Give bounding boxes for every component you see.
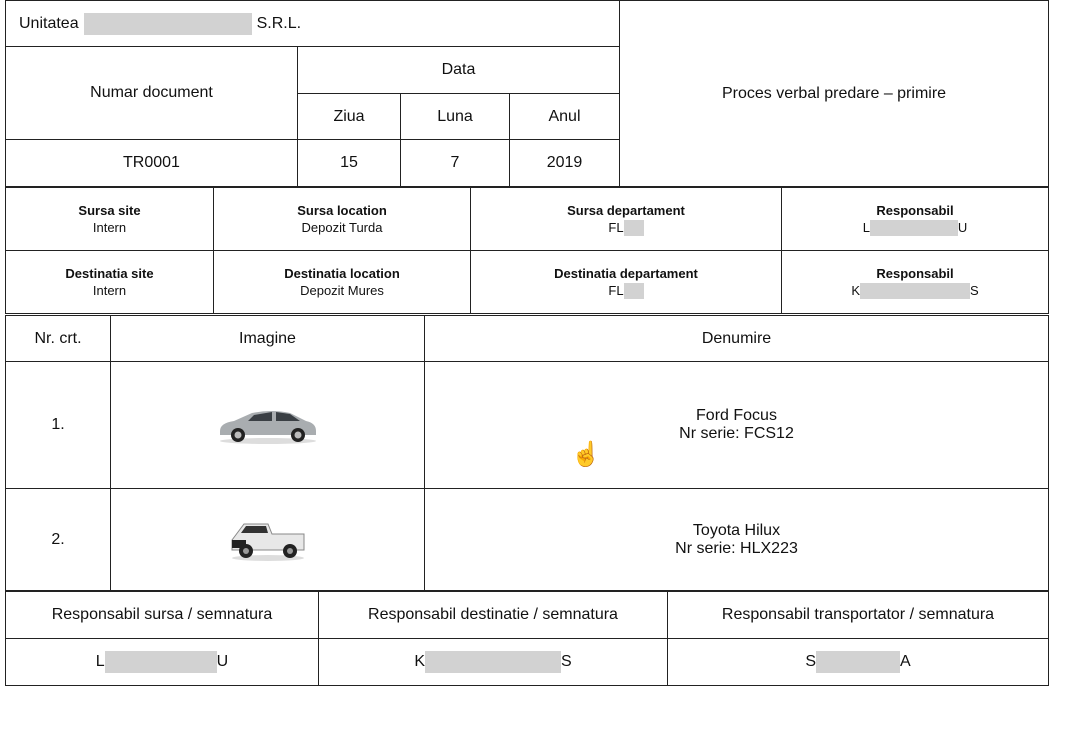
source-department: FL bbox=[608, 220, 624, 235]
day-value: 15 bbox=[297, 139, 401, 187]
redacted bbox=[104, 651, 217, 673]
redacted bbox=[425, 651, 561, 673]
redacted bbox=[869, 219, 958, 236]
col-header-name: Denumire bbox=[424, 315, 1049, 362]
year: 2019 bbox=[546, 154, 583, 171]
item-nr: 1. bbox=[51, 416, 65, 433]
source-responsible-first: L bbox=[862, 220, 870, 235]
dest-department: FL bbox=[608, 283, 624, 298]
redacted-unit-name bbox=[83, 12, 252, 35]
dest-department-label: Destinatia departament bbox=[554, 266, 698, 281]
sig-dest-last: S bbox=[561, 653, 572, 670]
item-1-image bbox=[110, 361, 425, 489]
date-label-text: Data bbox=[441, 61, 476, 78]
sig-dest-label: Responsabil destinatie / semnatura bbox=[318, 591, 668, 639]
source-responsible-last: U bbox=[957, 220, 968, 235]
month-label: Luna bbox=[400, 93, 510, 140]
source-department-label: Sursa departament bbox=[567, 203, 685, 218]
doc-number-value: TR0001 bbox=[5, 139, 298, 187]
doc-number: TR0001 bbox=[123, 154, 180, 171]
dest-responsible-last: S bbox=[970, 283, 979, 298]
redacted bbox=[623, 219, 644, 236]
doc-number-label-text: Numar document bbox=[90, 84, 213, 101]
day: 15 bbox=[340, 154, 358, 171]
unit-suffix: S.R.L. bbox=[256, 14, 302, 32]
dest-responsible-first: K bbox=[851, 283, 860, 298]
title-cell: Proces verbal predare – primire bbox=[619, 0, 1049, 187]
col-nr-label: Nr. crt. bbox=[34, 329, 82, 347]
sig-dest-first: K bbox=[414, 653, 425, 670]
sig-transport-label: Responsabil transportator / semnatura bbox=[667, 591, 1049, 639]
item-1-nr: 1. bbox=[5, 361, 111, 489]
sig-transport-label-text: Responsabil transportator / semnatura bbox=[721, 606, 995, 623]
day-label-text: Ziua bbox=[333, 107, 365, 125]
item-2-nr: 2. bbox=[5, 488, 111, 591]
source-location-label: Sursa location bbox=[297, 203, 387, 218]
redacted bbox=[623, 282, 644, 299]
month-value: 7 bbox=[400, 139, 510, 187]
unit-prefix: Unitatea bbox=[19, 14, 79, 32]
car-image-toyota-hilux bbox=[231, 523, 304, 561]
year-label: Anul bbox=[509, 93, 620, 140]
col-header-nr: Nr. crt. bbox=[5, 315, 111, 362]
dest-site: Intern bbox=[92, 283, 127, 298]
year-value: 2019 bbox=[509, 139, 620, 187]
item-nr: 2. bbox=[51, 530, 65, 548]
source-site-label: Sursa site bbox=[78, 203, 141, 218]
col-image-label: Imagine bbox=[239, 329, 296, 347]
document-title: Proces verbal predare – primire bbox=[721, 84, 947, 102]
sig-source-label-text: Responsabil sursa / semnatura bbox=[51, 606, 273, 623]
dest-responsible-label: Responsabil bbox=[876, 266, 954, 281]
dest-location-label: Destinatia location bbox=[284, 266, 400, 281]
year-label-text: Anul bbox=[548, 107, 581, 125]
day-label: Ziua bbox=[297, 93, 401, 140]
date-label: Data bbox=[297, 46, 620, 94]
item-name: Ford Focus bbox=[696, 407, 777, 424]
sig-transport-first: S bbox=[805, 653, 816, 670]
month-label-text: Luna bbox=[437, 107, 473, 125]
item-2-image bbox=[110, 488, 425, 591]
col-header-image: Imagine bbox=[110, 315, 425, 362]
sig-dest-label-text: Responsabil destinatie / semnatura bbox=[368, 606, 618, 623]
redacted bbox=[860, 282, 970, 299]
sig-source-last: U bbox=[216, 653, 229, 670]
source-site: Intern bbox=[92, 220, 127, 235]
item-serial: Nr serie: HLX223 bbox=[675, 539, 798, 557]
item-name: Toyota Hilux bbox=[692, 521, 781, 539]
unit-cell: Unitatea S.R.L. bbox=[5, 0, 620, 47]
doc-number-label: Numar document bbox=[5, 46, 298, 140]
dest-site-label: Destinatia site bbox=[65, 266, 154, 281]
sig-transport-last: A bbox=[900, 653, 911, 670]
item-serial: Nr serie: FCS12 bbox=[679, 425, 794, 442]
month: 7 bbox=[450, 154, 460, 171]
sig-source-label: Responsabil sursa / semnatura bbox=[5, 591, 319, 639]
col-name-label: Denumire bbox=[701, 329, 772, 347]
hand-cursor-icon: ☝ bbox=[571, 441, 601, 468]
source-responsible-label: Responsabil bbox=[876, 203, 954, 218]
dest-location: Depozit Mures bbox=[300, 283, 384, 298]
source-location: Depozit Turda bbox=[301, 220, 383, 235]
redacted bbox=[816, 651, 900, 673]
sig-source-first: L bbox=[95, 653, 105, 670]
car-image-ford-focus bbox=[219, 411, 316, 444]
